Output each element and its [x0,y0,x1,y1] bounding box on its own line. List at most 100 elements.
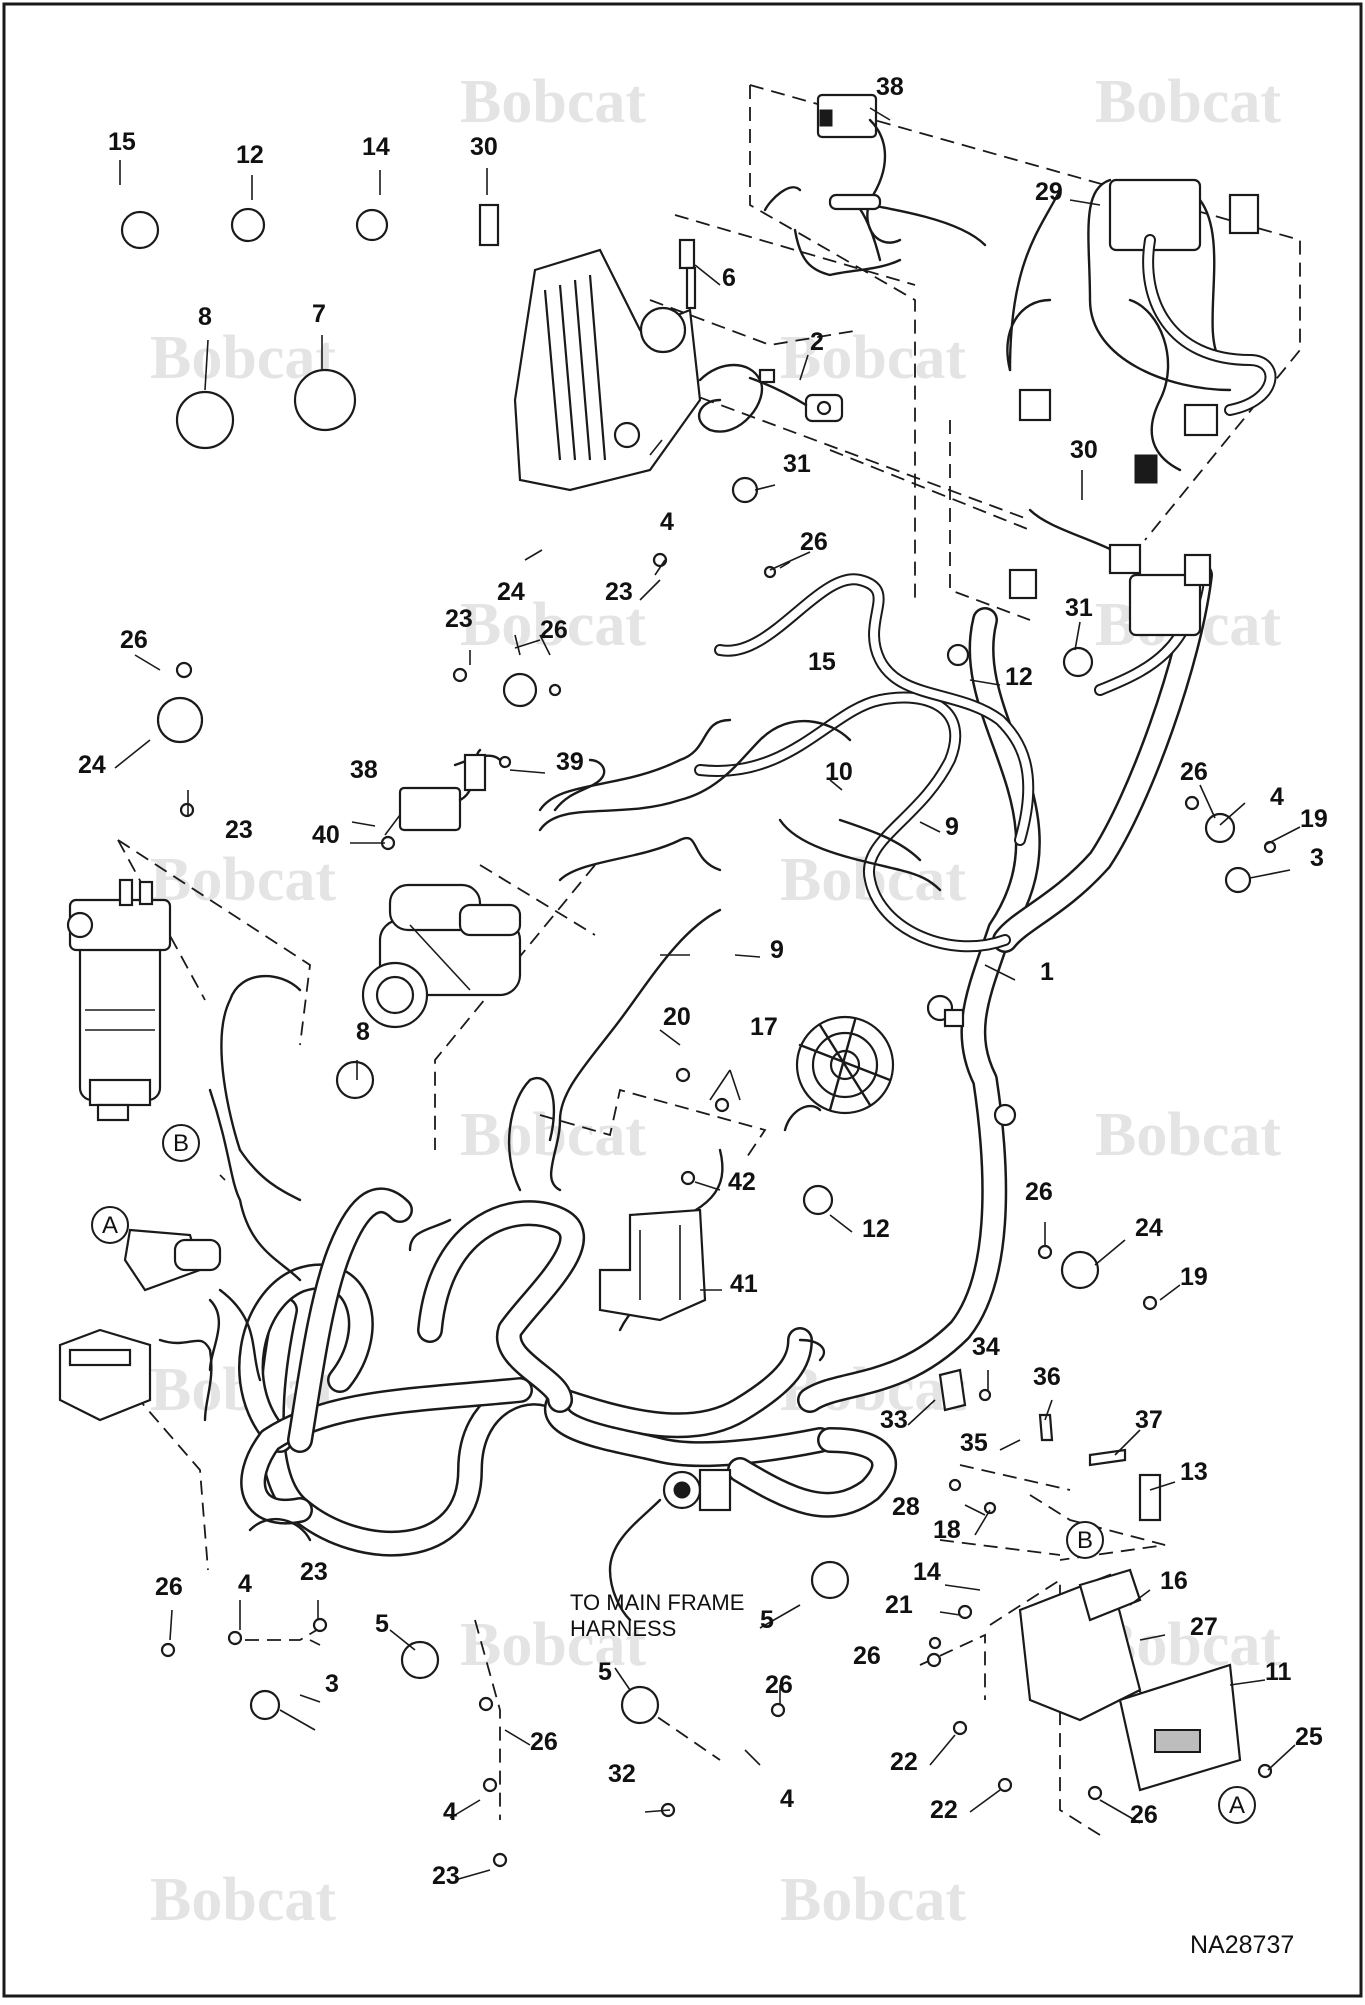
callout-12: 12 [1005,663,1033,691]
bracket-small [938,1368,1162,1522]
callout-26: 26 [1025,1178,1053,1206]
callout-4: 4 [238,1570,252,1598]
callout-26: 26 [1180,758,1208,786]
connection-markers [91,1124,1256,1824]
callout-6: 6 [722,264,736,292]
watermark-text: Bobcat [780,324,966,392]
callout-5: 5 [375,1610,389,1638]
callout-15: 15 [808,648,836,676]
callout-3: 3 [325,1670,339,1698]
callout-2: 2 [810,328,824,356]
callout-26: 26 [800,528,828,556]
part-illustrations [58,93,1277,1868]
callout-23: 23 [300,1558,328,1586]
callout-16: 16 [1160,1567,1188,1595]
callout-41: 41 [730,1270,758,1298]
callout-23: 23 [445,605,473,633]
connection-marker-a: A [102,1212,118,1239]
callout-13: 13 [1180,1458,1208,1486]
bracket-41 [598,1208,707,1322]
callout-15: 15 [108,128,136,156]
harness-note-line1: TO MAIN FRAME [570,1590,744,1615]
fasteners [160,552,1277,1868]
watermark-text: Bobcat [150,1866,336,1934]
callout-23: 23 [605,578,633,606]
callout-23: 23 [432,1862,460,1890]
callout-5: 5 [760,1606,774,1634]
callout-27: 27 [1190,1613,1218,1641]
callout-38: 38 [350,756,378,784]
callout-17: 17 [750,1013,778,1041]
thin-wires [158,178,1232,1622]
clip-parts [120,203,1252,1725]
sensor-top [816,93,902,244]
callout-26: 26 [530,1728,558,1756]
watermark-text: Bobcat [1095,1101,1281,1169]
callout-34: 34 [972,1333,1000,1361]
callout-5: 5 [598,1658,612,1686]
callout-11: 11 [1265,1658,1292,1686]
pressure-sensor [748,368,844,423]
callout-19: 19 [1180,1263,1208,1291]
callout-24: 24 [497,578,525,606]
callout-26: 26 [1130,1801,1158,1829]
callout-22: 22 [890,1748,918,1776]
callout-25: 25 [1295,1723,1323,1751]
alternator [795,994,965,1115]
callout-31: 31 [783,450,811,478]
callout-26: 26 [120,626,148,654]
fuel-tank-assembly [513,238,702,492]
callout-40: 40 [312,821,340,849]
harness-note-line2: HARNESS [570,1616,676,1641]
callout-20: 20 [663,1003,691,1031]
ecu-module [1018,1568,1242,1792]
callout-12: 12 [862,1215,890,1243]
callout-24: 24 [78,751,106,779]
ecu-connector [398,748,487,832]
callout-26: 26 [155,1573,183,1601]
callout-14: 14 [362,133,390,161]
callout-32: 32 [608,1760,636,1788]
callout-3: 3 [1310,844,1324,872]
callout-1: 1 [1040,958,1054,986]
leader-lines [114,107,1301,1881]
callout-38: 38 [876,73,904,101]
frame-connector [662,1468,732,1512]
callout-26: 26 [540,616,568,644]
callout-28: 28 [892,1493,920,1521]
callout-7: 7 [312,300,326,328]
callout-4: 4 [780,1785,794,1813]
callout-42: 42 [728,1168,756,1196]
callout-4: 4 [443,1798,457,1826]
fuel-filter [66,878,172,1122]
watermark-text: Bobcat [460,591,646,659]
relay-a [123,1228,222,1292]
drawing-number: NA28737 [1190,1931,1294,1959]
fuse-box [58,1328,152,1422]
callout-36: 36 [1033,1363,1061,1391]
callout-9: 9 [945,813,959,841]
callout-23: 23 [225,816,253,844]
marker-letters: A A B B [102,1130,1245,1819]
callout-35: 35 [960,1429,988,1457]
callout-9: 9 [770,936,784,964]
watermark-text: Bobcat [1095,68,1281,136]
callout-39: 39 [556,748,584,776]
callout-19: 19 [1300,805,1328,833]
connection-marker-b: B [173,1130,189,1157]
callout-31: 31 [1065,594,1093,622]
callout-30: 30 [1070,436,1098,464]
callout-30: 30 [470,133,498,161]
harness-29 [1018,178,1277,484]
callout-24: 24 [1135,1214,1163,1242]
connection-marker-b: B [1077,1527,1093,1554]
starter-motor [361,883,522,1029]
callout-33: 33 [880,1406,908,1434]
callout-37: 37 [1135,1406,1163,1434]
callout-21: 21 [885,1591,913,1619]
connection-marker-a: A [1229,1792,1245,1819]
callout-26: 26 [765,1671,793,1699]
